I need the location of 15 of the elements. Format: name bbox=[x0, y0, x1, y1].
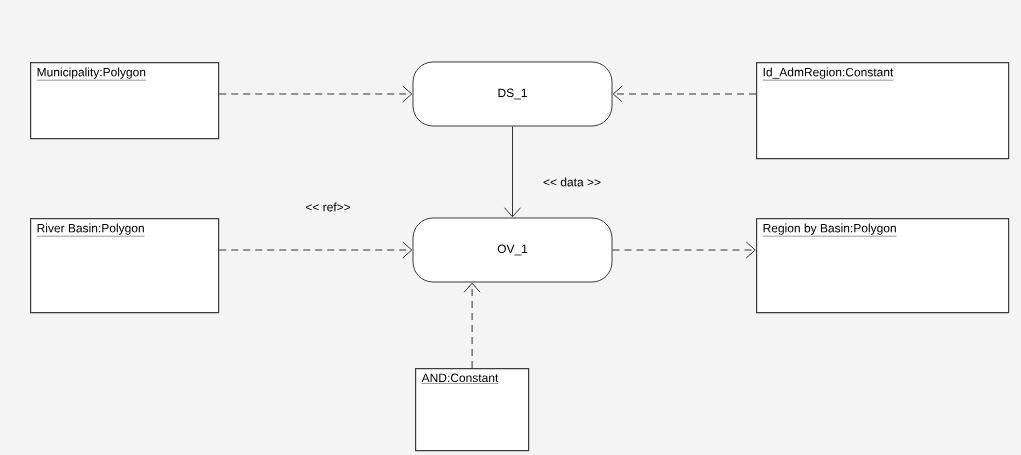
state-box: DS_1 bbox=[412, 61, 613, 127]
object-box: AND:Constant bbox=[415, 368, 530, 452]
object-box: Region by Basin:Polygon bbox=[756, 218, 1010, 314]
edge-label: << data >> bbox=[541, 176, 603, 188]
arrow bbox=[504, 126, 521, 218]
object-box: Municipality:Polygon bbox=[30, 62, 220, 140]
arrow bbox=[612, 241, 756, 259]
arrow bbox=[612, 85, 757, 103]
state-box: OV_1 bbox=[412, 217, 613, 283]
object-box: River Basin:Polygon bbox=[30, 218, 220, 314]
edge-label: << ref>> bbox=[304, 201, 352, 213]
arrow bbox=[218, 85, 413, 103]
arrow bbox=[463, 282, 481, 369]
arrow bbox=[218, 241, 413, 259]
object-box: Id_AdmRegion:Constant bbox=[756, 62, 1010, 160]
